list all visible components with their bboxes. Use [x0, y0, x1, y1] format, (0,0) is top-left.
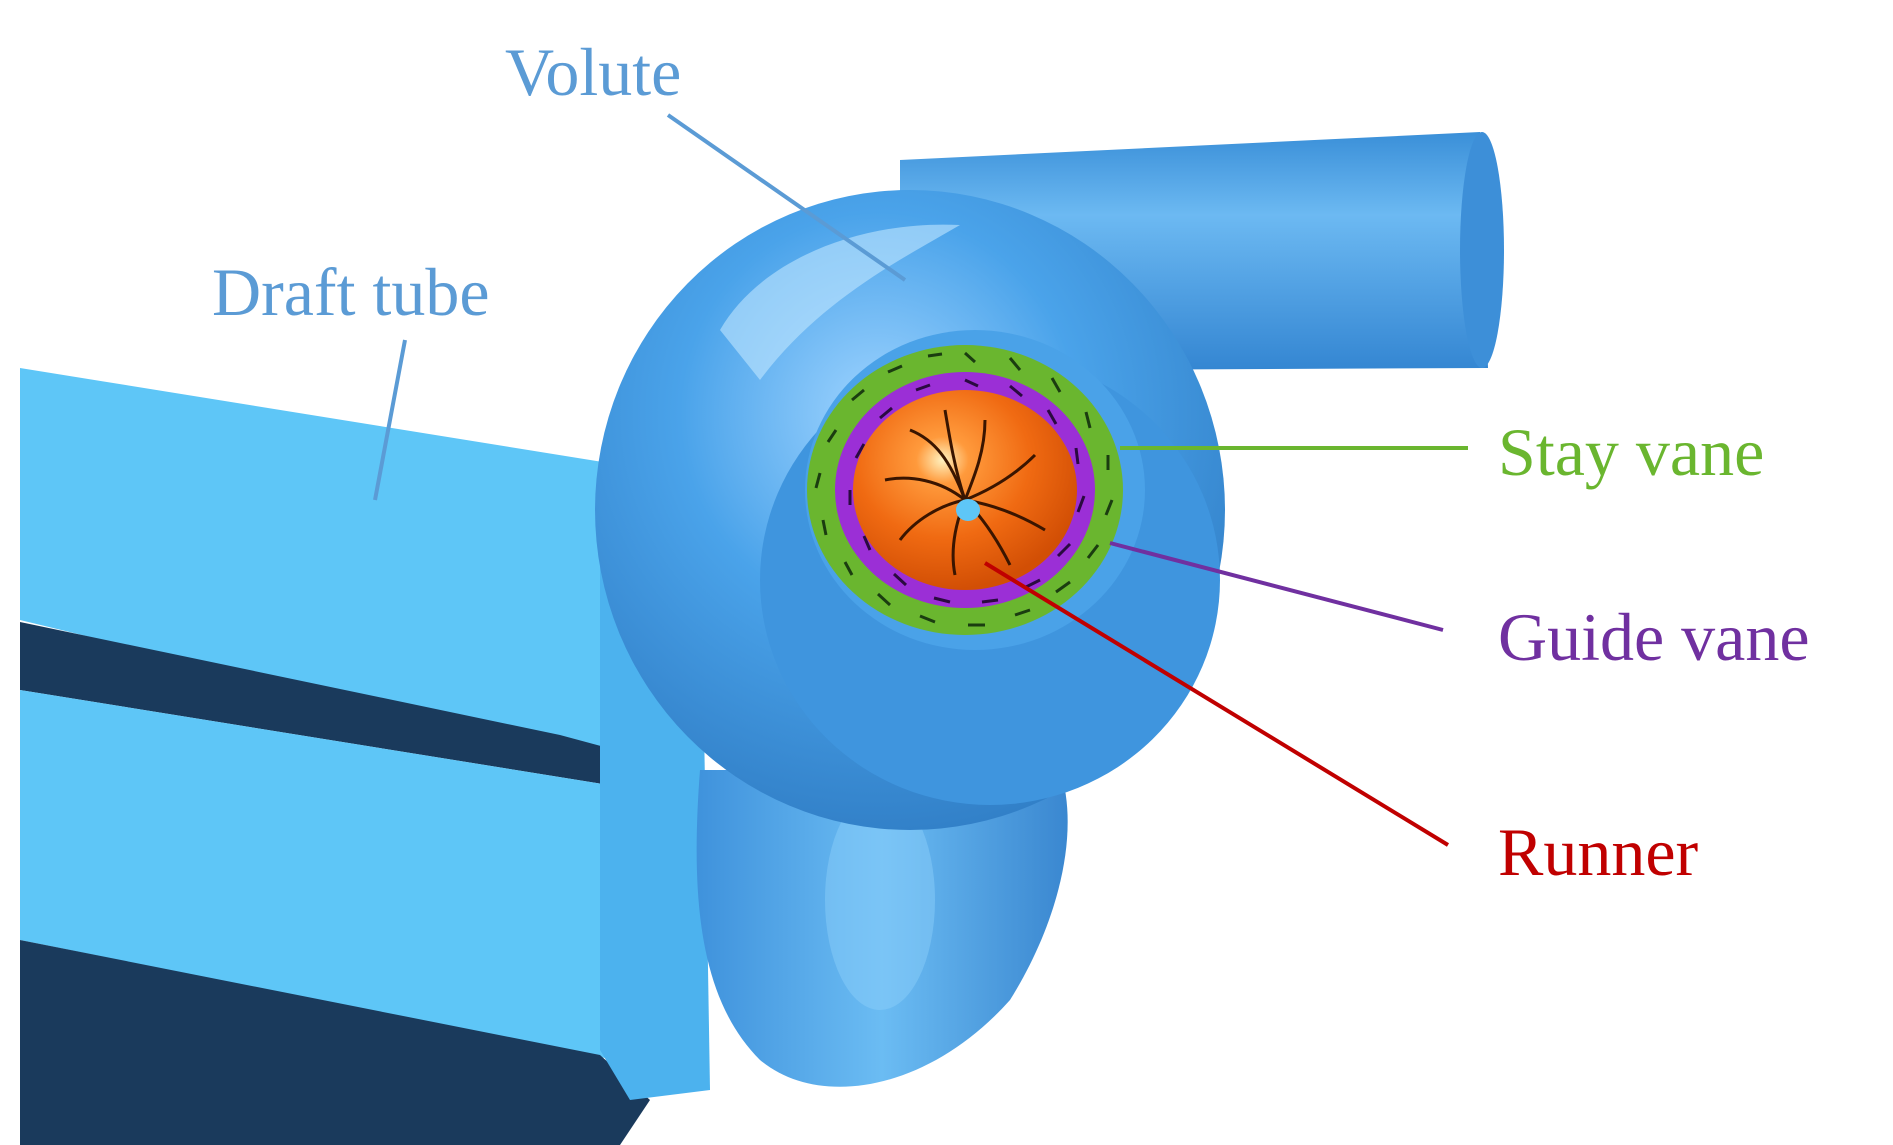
- guide-vane-blades: [848, 378, 1086, 604]
- inlet-pipe-end: [1460, 132, 1504, 368]
- elbow-highlight: [825, 790, 935, 1010]
- draft-tube-elbow: [696, 770, 1068, 1087]
- stay-vane-blades: [814, 351, 1114, 627]
- draft-tube-label: Draft tube: [212, 254, 490, 330]
- runner-label: Runner: [1498, 814, 1699, 890]
- guide-vane-label: Guide vane: [1498, 599, 1810, 675]
- draft-tube-slot-upper: [20, 622, 690, 790]
- runner-leader: [983, 561, 1450, 847]
- volute-leader: [666, 113, 907, 282]
- draft-tube-upper-face: [20, 368, 640, 770]
- volute-highlight: [720, 224, 960, 380]
- leader-lines: [373, 113, 1468, 847]
- draft-tube-lower-face: [20, 690, 665, 1065]
- draft-tube-bottom-dark: [20, 940, 650, 1145]
- volute-label: Volute: [505, 34, 682, 110]
- runner: [853, 390, 1077, 590]
- draft-tube: [20, 368, 710, 1145]
- guide-vane-leader: [1109, 541, 1444, 632]
- runner-hub: [956, 499, 980, 521]
- stay-vane-label: Stay vane: [1498, 414, 1765, 490]
- draft-tube-leader: [373, 339, 407, 501]
